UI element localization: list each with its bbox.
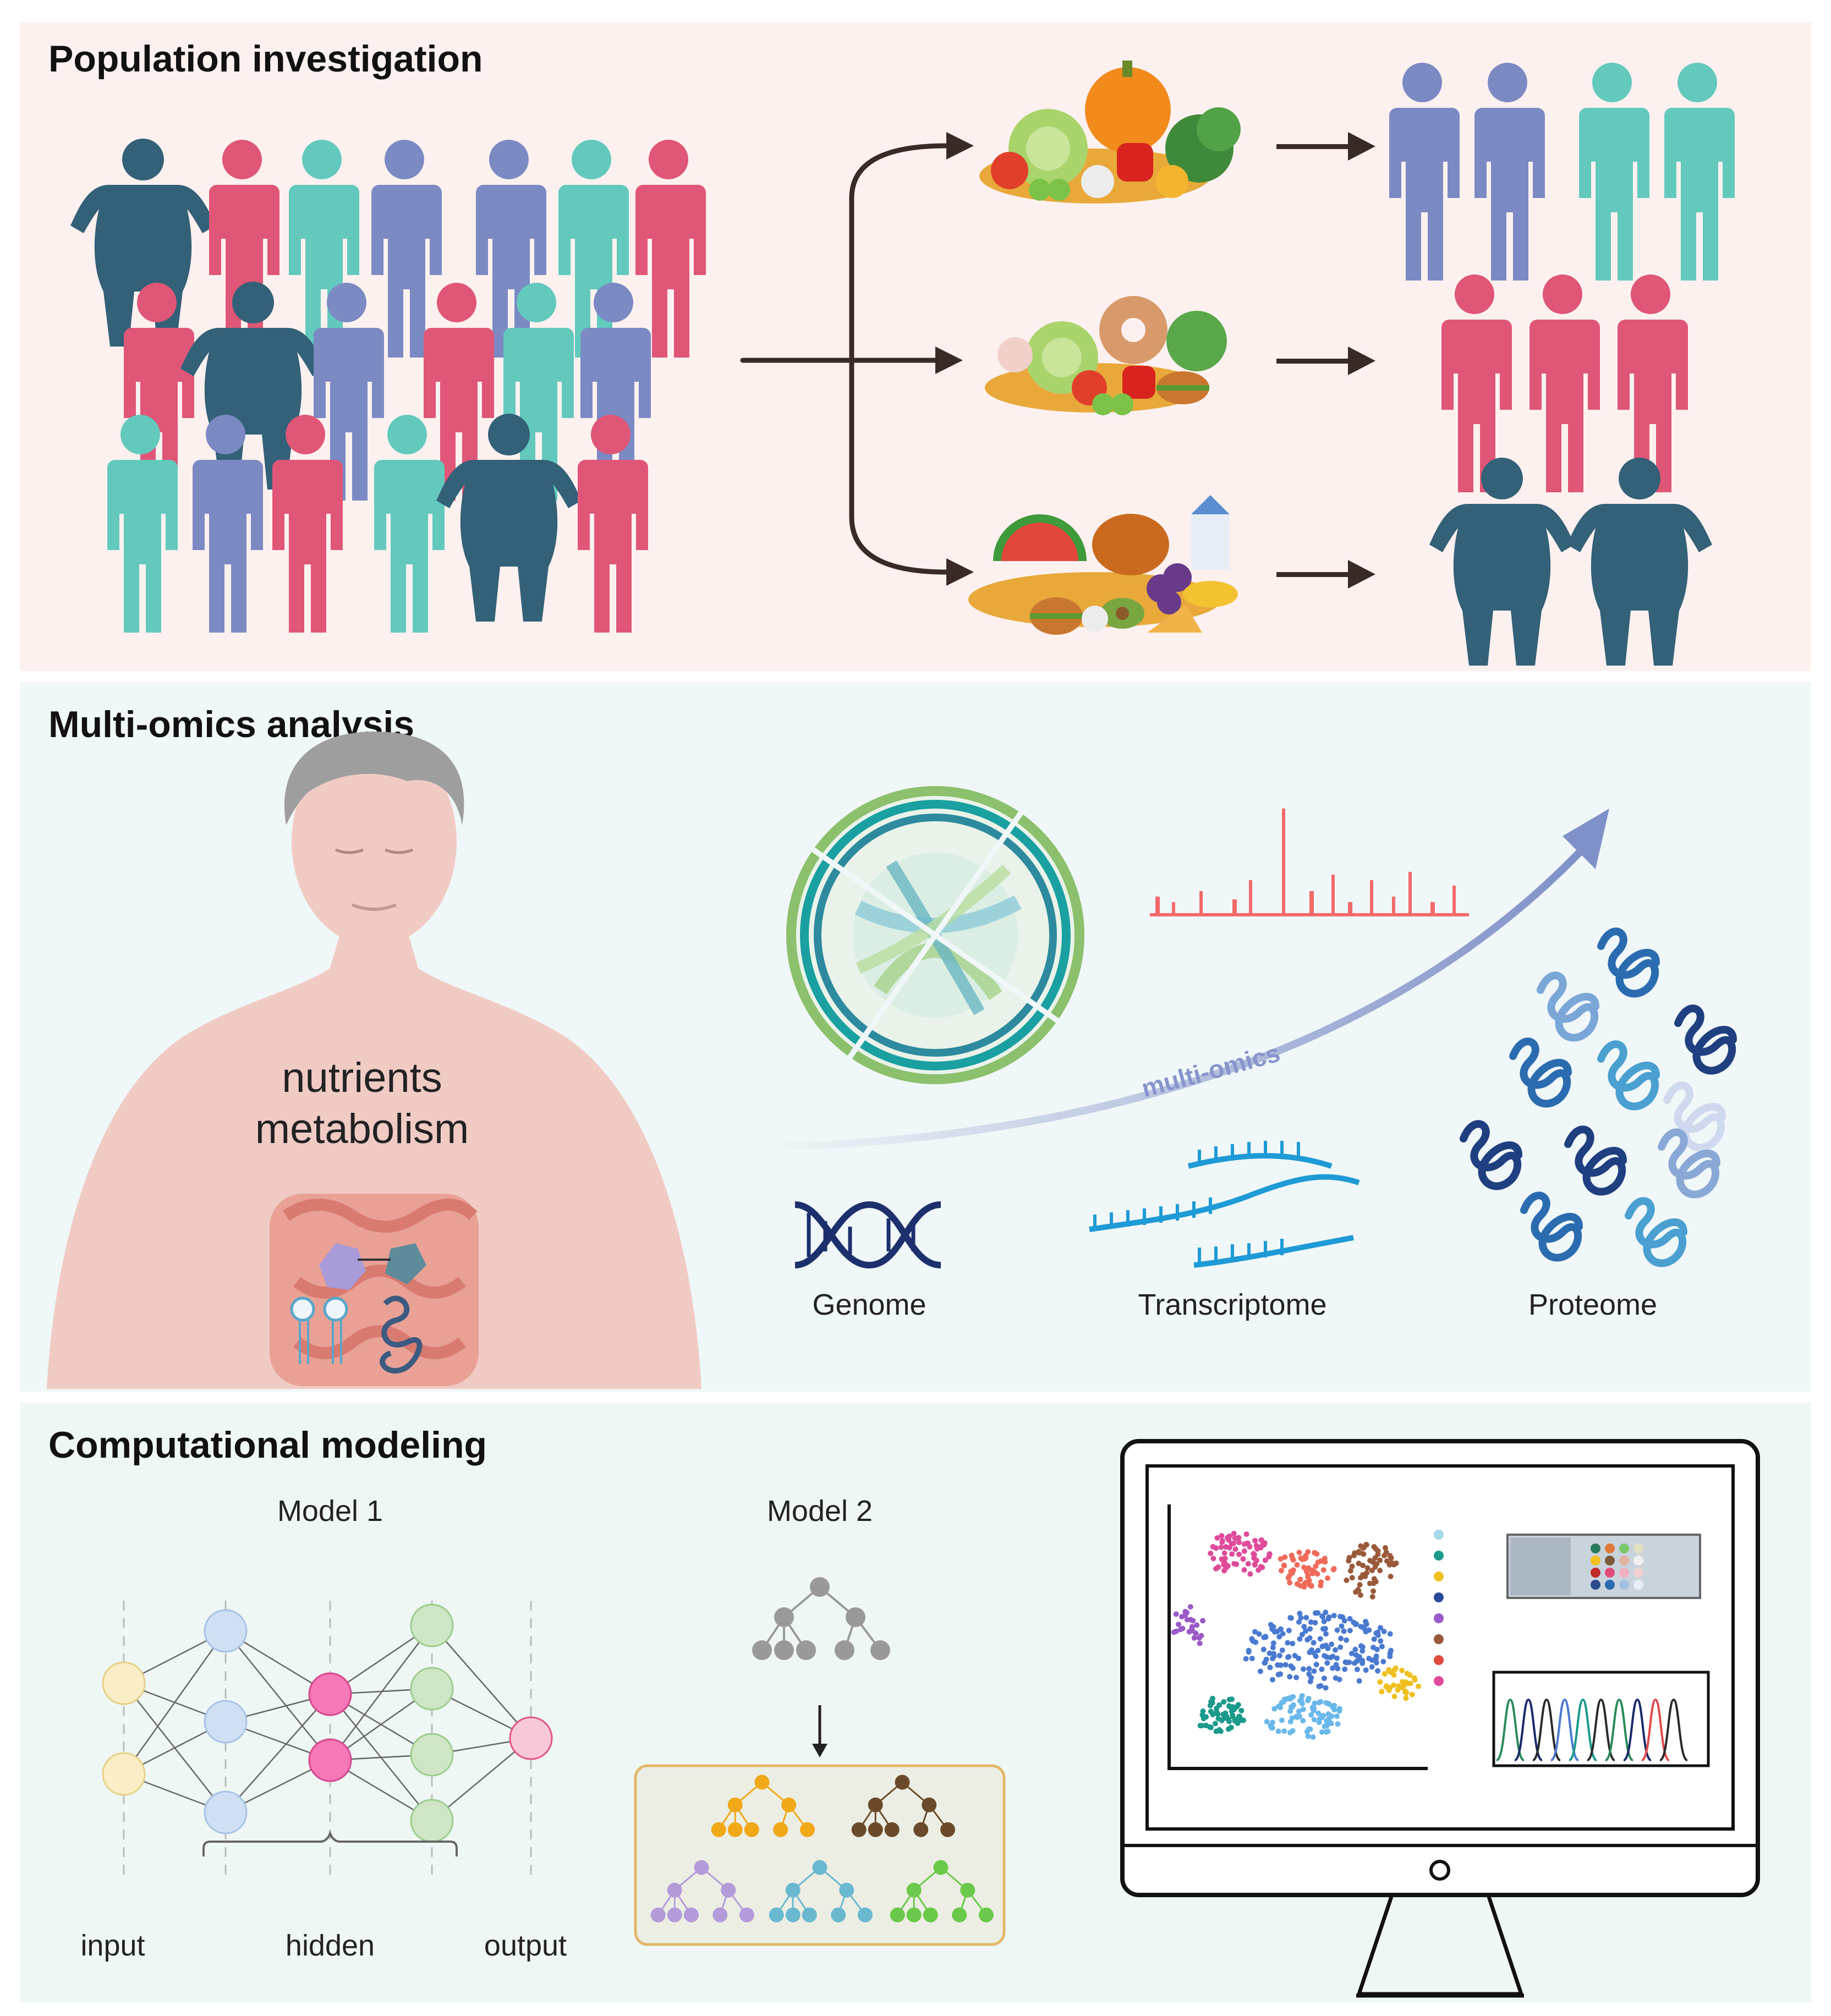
branch-arrows [740, 143, 949, 575]
protein-icon [1597, 1040, 1660, 1111]
protein-icon [1509, 1037, 1572, 1108]
protein-icon [1663, 1081, 1726, 1152]
protein-icon [1625, 1197, 1687, 1267]
neuron-node [204, 1700, 248, 1744]
random-forest-icon [650, 1775, 994, 1922]
model2-arrowhead [812, 1744, 827, 1757]
input-label: input [80, 1929, 145, 1962]
model2-label: Model 2 [767, 1495, 873, 1528]
circos-plot-icon [786, 786, 1084, 1084]
transcriptome-label: Transcriptome [1138, 1288, 1326, 1321]
protein-icon [1520, 1191, 1583, 1262]
multi-omics-arrowhead [1563, 809, 1609, 869]
protein-icon [1564, 1125, 1627, 1196]
chromatogram-icon [1495, 1698, 1689, 1761]
neuron-node [204, 1790, 248, 1834]
hidden-label: hidden [286, 1929, 375, 1962]
cluster-scatter-plot [1171, 1530, 1422, 1740]
protein-icon [1674, 1004, 1737, 1075]
protein-icon [1460, 1120, 1522, 1190]
genome-label: Genome [812, 1288, 926, 1321]
neuron-node [204, 1609, 248, 1653]
title-population: Population investigation [48, 38, 483, 80]
spectrum-plot-icon [1150, 809, 1469, 916]
tree-cyan [769, 1860, 873, 1922]
model1-label: Model 1 [277, 1495, 383, 1528]
tree-brown [851, 1775, 955, 1837]
metabolism-label: metabolism [255, 1106, 469, 1152]
multi-omics-arrow [761, 843, 1588, 1151]
food-icon-western [968, 495, 1238, 635]
decision-tree-icon [752, 1577, 890, 1660]
tree-purple [650, 1860, 754, 1922]
neuron-node [102, 1752, 146, 1796]
protein-icon [1537, 971, 1599, 1042]
tree-orange [711, 1775, 815, 1837]
protein-icon [1597, 927, 1660, 998]
hidden-brace [202, 1830, 458, 1856]
food-icon-mixed [985, 296, 1227, 415]
protein-cluster [1460, 927, 1737, 1267]
arrowheads [935, 132, 1375, 589]
tree-green [890, 1860, 994, 1922]
dna-icon [794, 1201, 941, 1269]
human-figure-icon [47, 732, 701, 1389]
neuron-node [509, 1716, 553, 1760]
neuron-node [410, 1603, 454, 1647]
nutrients-label: nutrients [282, 1054, 442, 1101]
food-icon-vegetables [979, 61, 1241, 204]
proteome-label: Proteome [1528, 1288, 1657, 1321]
neural-network-icon [102, 1601, 553, 1881]
neuron-node [308, 1738, 352, 1782]
cluster-legend [1434, 1530, 1444, 1686]
neuron-node [410, 1733, 454, 1777]
rna-icon [1089, 1141, 1360, 1268]
title-modeling: Computational modeling [48, 1424, 487, 1466]
forest-box [634, 1764, 1006, 1946]
protein-icon [1658, 1128, 1720, 1199]
output-label: output [484, 1929, 567, 1962]
neuron-node [102, 1661, 146, 1705]
monitor-icon [1120, 1439, 1760, 1998]
neuron-node [308, 1672, 352, 1716]
decision-tree-icon [752, 1577, 890, 1660]
neuron-node [410, 1799, 454, 1843]
neuron-node [410, 1667, 454, 1711]
gel-plate-icon [1591, 1543, 1643, 1590]
